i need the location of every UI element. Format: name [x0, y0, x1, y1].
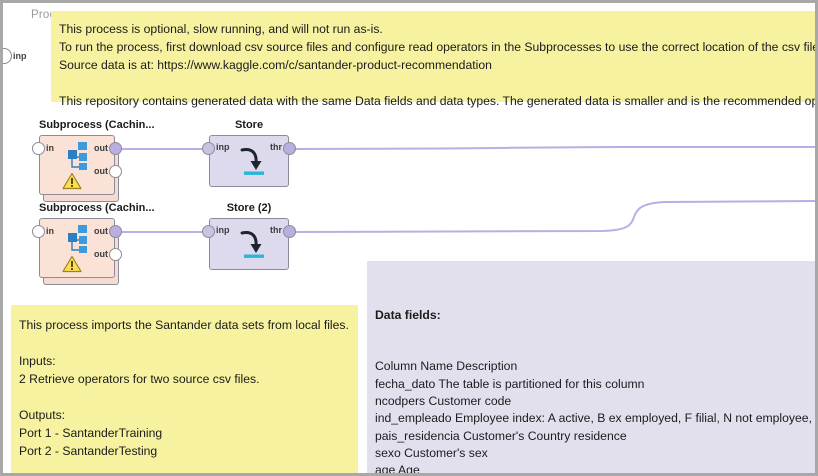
port-store-2-inp[interactable] [202, 225, 215, 238]
operator-subprocess-1[interactable]: Subprocess (Cachin... in out [32, 119, 155, 203]
operator-subprocess-2-in-label: in [46, 226, 54, 236]
operator-store-1-title: Store [234, 119, 264, 131]
comment-note-bottom[interactable]: This process imports the Santander data … [11, 305, 358, 473]
port-store-1-thr[interactable] [283, 142, 296, 155]
process-canvas[interactable]: Process inp Subprocess (Cachin... [3, 3, 815, 473]
operator-subprocess-2-out2-label: out [94, 249, 108, 259]
operator-store-2-body[interactable]: inp thr [209, 218, 289, 270]
warning-triangle-icon [62, 172, 82, 190]
comment-note-top[interactable]: This process is optional, slow running, … [51, 11, 815, 108]
operator-store-2-thr-label: thr [270, 225, 282, 235]
operator-subprocess-2-title: Subprocess (Cachin... [39, 202, 155, 214]
port-subprocess-1-out1[interactable] [109, 142, 122, 155]
operator-subprocess-1-in-label: in [46, 143, 54, 153]
source-port-label: inp [13, 51, 27, 61]
warning-triangle-icon [62, 255, 82, 273]
port-store-2-thr[interactable] [283, 225, 296, 238]
port-subprocess-1-in[interactable] [32, 142, 45, 155]
port-subprocess-2-out1[interactable] [109, 225, 122, 238]
data-fields-panel[interactable]: Data fields: Column Name Description fech… [367, 261, 815, 473]
subprocess-tree-icon [68, 225, 87, 253]
operator-store-1-body[interactable]: inp thr [209, 135, 289, 187]
operator-subprocess-1-out2-label: out [94, 166, 108, 176]
port-store-1-inp[interactable] [202, 142, 215, 155]
operator-subprocess-2-out1-label: out [94, 226, 108, 236]
data-fields-line: ncodpers Customer code [375, 394, 512, 409]
data-fields-line: sexo Customer's sex [375, 445, 488, 460]
operator-store-2[interactable]: Store (2) inp thr [202, 202, 296, 270]
port-circle-icon[interactable] [3, 48, 12, 64]
data-fields-line: ind_empleado Employee index: A active, B… [375, 411, 815, 426]
store-arrow-icon [240, 148, 264, 175]
data-fields-line: fecha_dato The table is partitioned for … [375, 376, 645, 391]
operator-subprocess-2-body[interactable]: in out out [39, 218, 115, 278]
operator-store-1[interactable]: Store inp thr [202, 119, 296, 187]
port-subprocess-2-in[interactable] [32, 225, 45, 238]
operator-subprocess-1-out1-label: out [94, 143, 108, 153]
wire-store2-to-output2 [288, 200, 815, 233]
operator-store-1-thr-label: thr [270, 142, 282, 152]
operator-subprocess-2[interactable]: Subprocess (Cachin... in out out [32, 202, 155, 286]
data-fields-line: Column Name Description [375, 359, 518, 374]
operator-store-2-title: Store (2) [226, 202, 272, 214]
operator-subprocess-1-body[interactable]: in out out [39, 135, 115, 195]
wire-store1-to-output1 [288, 146, 815, 150]
data-fields-line: age Age [375, 463, 420, 473]
operator-subprocess-1-title: Subprocess (Cachin... [39, 119, 155, 131]
data-fields-lines: Column Name Description fecha_dato The ta… [375, 358, 815, 473]
store-arrow-icon [240, 231, 264, 258]
port-subprocess-1-out2[interactable] [109, 165, 122, 178]
data-fields-title: Data fields: [375, 307, 441, 322]
data-fields-line: pais_residencia Customer's Country resid… [375, 428, 627, 443]
port-subprocess-2-out2[interactable] [109, 248, 122, 261]
subprocess-tree-icon [68, 142, 87, 170]
operator-store-1-inp-label: inp [216, 142, 230, 152]
operator-store-2-inp-label: inp [216, 225, 230, 235]
